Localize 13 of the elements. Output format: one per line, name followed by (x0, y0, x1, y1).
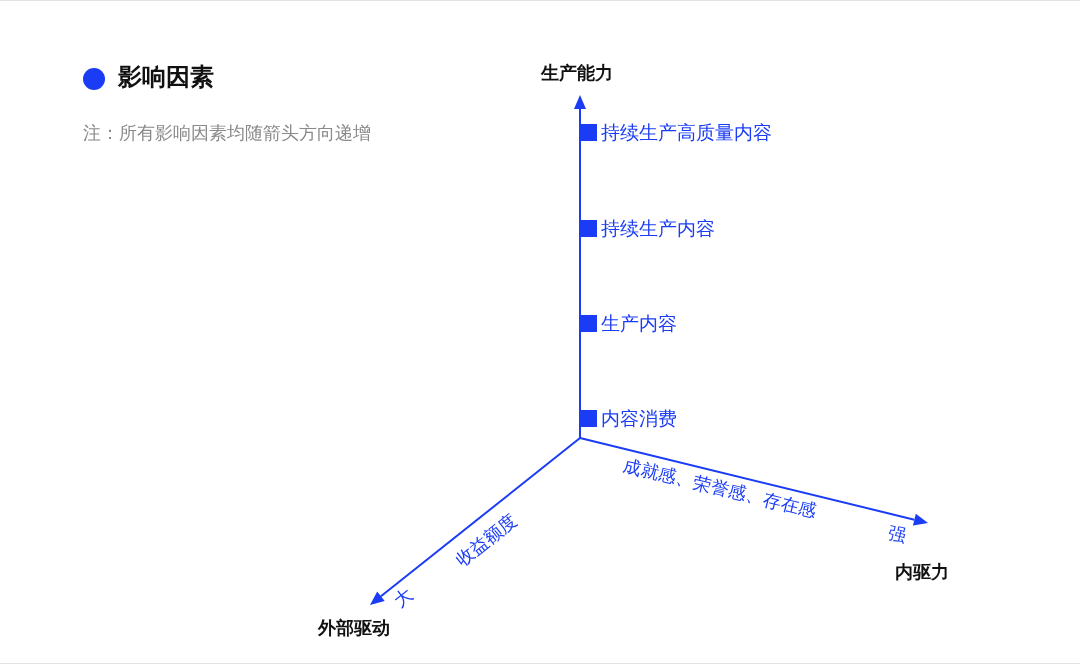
level-label: 内容消费 (601, 407, 677, 430)
axis-end-label: 大 (389, 583, 417, 613)
note-text: 注：所有影响因素均随箭头方向递增 (83, 122, 371, 144)
axis-caption: 成就感、荣誉感、存在感 (621, 454, 819, 522)
axis-title: 内驱力 (895, 561, 949, 583)
title-text: 影响因素 (118, 63, 214, 92)
level-label: 持续生产高质量内容 (601, 121, 772, 144)
axis-caption: 收益额度 (451, 509, 521, 571)
axis-title: 生产能力 (541, 62, 613, 84)
level-label: 持续生产内容 (601, 217, 715, 240)
axis-title: 外部驱动 (318, 617, 390, 639)
axis-end-label: 强 (885, 521, 909, 547)
level-label: 生产内容 (601, 312, 677, 335)
